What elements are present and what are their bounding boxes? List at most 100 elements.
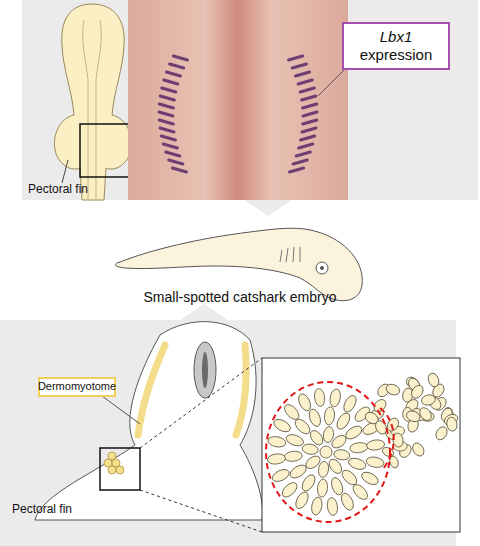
cell: [446, 416, 458, 432]
cell: [267, 453, 286, 465]
cell: [320, 446, 332, 458]
expression-stripe: [164, 80, 178, 84]
cell: [347, 456, 367, 471]
cell: [327, 457, 344, 476]
expression-stripe: [303, 104, 317, 108]
red-dashed-outline: [266, 382, 390, 522]
cell: [373, 419, 388, 436]
zoom-line: [140, 358, 262, 448]
part-label: Pectoral fin: [12, 502, 72, 516]
expression-stripe: [292, 64, 306, 68]
neural-canal: [202, 352, 208, 388]
expression-stripe: [161, 136, 175, 140]
expression-stripe: [159, 112, 173, 116]
expression-stripe: [172, 168, 186, 172]
expression-stripe: [289, 56, 303, 60]
expression-stripe: [166, 72, 180, 76]
expression-stripe: [303, 120, 317, 124]
cell-cluster: [104, 452, 124, 474]
lbx1-stripes: [159, 56, 317, 172]
gill-arches: [280, 247, 300, 262]
embryo-dorsal-view: [54, 4, 131, 200]
expression-stripe: [301, 136, 315, 140]
cell: [344, 423, 365, 441]
expression-stripe: [293, 160, 307, 164]
leader-line: [102, 396, 140, 424]
expression-stripe: [296, 72, 310, 76]
expression-stripe: [302, 96, 316, 100]
cell: [293, 490, 310, 511]
cell: [313, 388, 325, 407]
cell: [326, 497, 338, 516]
cell: [300, 473, 318, 494]
cell: [317, 479, 329, 498]
cell: [271, 467, 292, 484]
cell: [341, 393, 358, 414]
embryo-eye: [316, 262, 328, 274]
cell: [280, 480, 300, 500]
cell: [296, 392, 313, 413]
cell: [385, 382, 402, 397]
cell: [104, 459, 112, 467]
cell: [333, 449, 350, 461]
expression-stripe: [302, 128, 316, 132]
cell: [334, 411, 352, 432]
cross-section: [35, 322, 263, 520]
cell: [329, 476, 344, 496]
expression-stripe: [290, 168, 304, 172]
gene-label-box: Lbx1expression: [342, 22, 450, 70]
structure-label-box: Dermomyotome: [38, 377, 116, 397]
cell: [310, 496, 323, 516]
dermomyotome-band: [138, 345, 246, 435]
cell: [350, 482, 370, 502]
cell: [434, 425, 450, 442]
cell: [324, 406, 336, 425]
embryo-eye: [320, 266, 324, 270]
cell: [329, 388, 342, 408]
neural-tube: [194, 342, 216, 398]
cell: [108, 466, 116, 474]
cell: [426, 372, 440, 389]
cell: [267, 435, 287, 448]
cell: [288, 462, 309, 480]
cell: [349, 442, 368, 454]
expression-stripe: [296, 152, 310, 156]
cell: [409, 383, 425, 400]
expression-stripe: [166, 152, 180, 156]
caption-label: Small-spotted catshark embryo: [144, 289, 337, 305]
cell: [272, 417, 293, 434]
focus-box: [100, 448, 140, 490]
expression-stripe: [160, 96, 174, 100]
expression-stripe: [169, 160, 183, 164]
leader-line: [62, 160, 68, 183]
zoom-box: [262, 358, 460, 532]
cell: [285, 433, 305, 448]
cell: [108, 452, 116, 460]
cell: [360, 470, 381, 487]
cell: [302, 443, 319, 455]
expression-stripe: [173, 56, 187, 60]
expression-stripe: [299, 144, 313, 148]
expression-stripe: [303, 112, 317, 116]
expression-stripe: [159, 104, 173, 108]
in-situ-photo: [128, 0, 348, 200]
node-text: expression: [360, 46, 433, 64]
cell: [308, 428, 325, 447]
node-text: Dermomyotome: [38, 380, 116, 393]
expression-stripe: [160, 128, 174, 132]
panel-pointer: [245, 200, 292, 216]
expression-stripe: [163, 144, 177, 148]
leader-line: [318, 68, 346, 96]
expression-stripe: [159, 120, 173, 124]
cell: [339, 491, 356, 512]
cell: [417, 405, 433, 422]
expression-stripe: [298, 80, 312, 84]
cell: [307, 408, 322, 428]
neural-tube: [83, 20, 102, 200]
zoom-line: [140, 490, 262, 532]
cell: [410, 441, 426, 458]
expression-stripe: [162, 88, 176, 92]
top-panel: [22, 0, 478, 200]
cell: [112, 459, 120, 467]
